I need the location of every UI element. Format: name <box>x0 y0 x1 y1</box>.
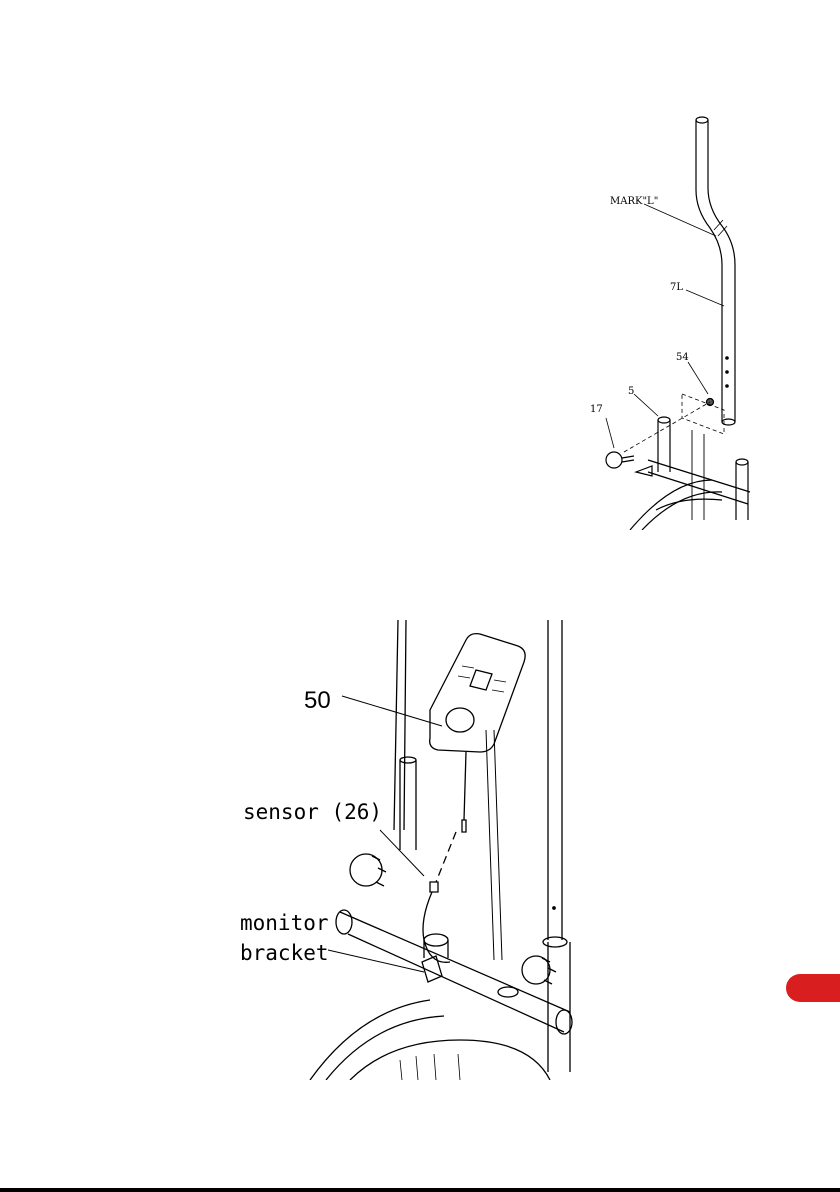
label-part-54: 54 <box>676 352 689 363</box>
handlebar-assembly-diagram: MARK"L" 7L 54 5 17 <box>572 100 772 530</box>
label-monitor-line1: monitor <box>240 908 329 938</box>
label-mark-l: MARK"L" <box>610 196 658 207</box>
label-part-50: 50 <box>304 687 331 714</box>
label-part-5: 5 <box>628 386 634 397</box>
label-part-17: 17 <box>590 404 603 415</box>
label-monitor-line2: bracket <box>240 938 329 968</box>
label-part-7l: 7L <box>670 282 683 293</box>
monitor-assembly-diagram: 50 <box>230 620 610 1080</box>
page-section-tab <box>786 974 840 1002</box>
label-sensor: sensor (26) <box>243 800 382 824</box>
footer-rule <box>0 1188 840 1192</box>
label-monitor-bracket: monitor bracket <box>240 908 329 968</box>
